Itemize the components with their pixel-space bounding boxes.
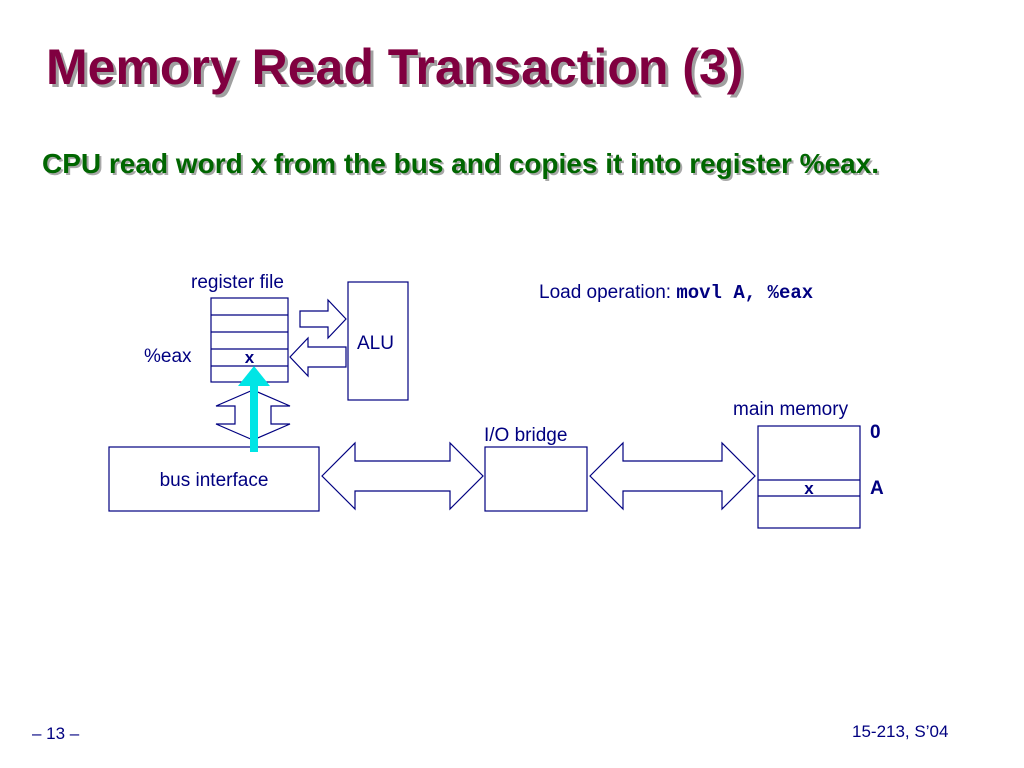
alu-label: ALU (357, 333, 394, 354)
alu-box (347, 281, 409, 401)
io-bridge-box (484, 446, 588, 512)
io-bridge-label: I/O bridge (484, 425, 568, 446)
memory-value: x (804, 479, 814, 498)
highlight-arrow (238, 366, 270, 452)
bus-interface-label: bus interface (159, 470, 269, 491)
register-value: x (244, 348, 255, 367)
memory-address-a: A (870, 478, 884, 499)
bus-double-arrow-right (589, 441, 756, 511)
page-number: – 13 – (32, 724, 80, 743)
slide-title: Memory Read Transaction (3) (46, 39, 744, 95)
bullet-line-2: register %eax. (689, 148, 880, 179)
main-memory-label: main memory (733, 399, 849, 420)
memory-address-zero: 0 (870, 422, 881, 443)
course-label: 15-213, S’04 (852, 722, 949, 741)
register-to-alu-arrow (299, 298, 347, 340)
bullet-text: CPU read word x from the bus and copies … (42, 146, 906, 182)
register-file-label: register file (191, 272, 284, 293)
alu-to-register-arrow (289, 336, 347, 378)
register-file (210, 297, 289, 383)
load-operation: Load operation: movl A, %eax (539, 282, 813, 304)
load-operation-label: Load operation: (539, 282, 672, 303)
bus-interface-box (108, 446, 320, 512)
bus-double-arrow-left (321, 441, 484, 511)
load-operation-code: movl A, %eax (676, 282, 814, 304)
bullet-line-1: CPU read word x from the bus and copies … (42, 148, 682, 179)
register-name-label: %eax (144, 346, 192, 367)
main-memory (757, 425, 861, 529)
